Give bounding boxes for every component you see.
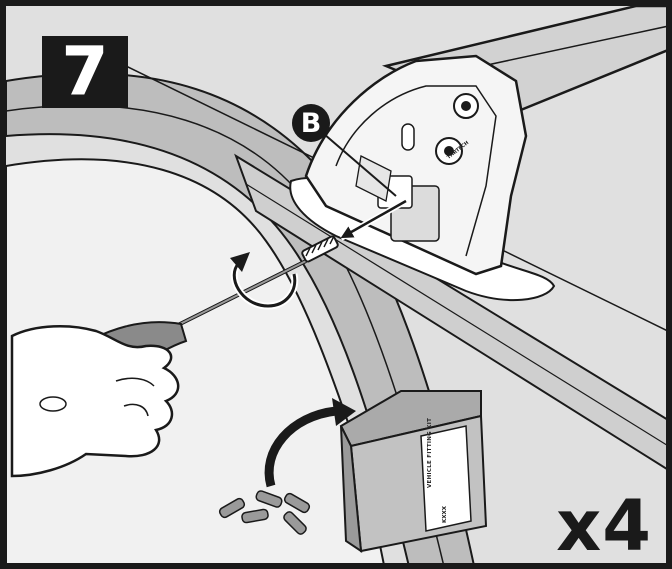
step-number-badge: 7 <box>42 36 128 108</box>
callout-marker: B <box>292 104 330 142</box>
rotate-arrow-icon <box>230 252 299 310</box>
hand-thumbnail <box>39 396 67 412</box>
callout-leader-line <box>323 133 397 197</box>
foot-bolt-upper-head <box>461 101 471 111</box>
hand-knuckle <box>123 403 149 417</box>
foot-bolt-lower-head <box>444 146 454 156</box>
foot-slot <box>401 123 415 151</box>
kit-box-label: VEHICLE FITTING KIT <box>427 417 433 488</box>
foot-lever <box>355 155 392 202</box>
quantity-label: x4 <box>556 485 652 567</box>
transfer-arrow-icon <box>264 398 356 488</box>
illustration <box>6 6 666 563</box>
loose-screws <box>218 490 311 535</box>
kit-box-label-panel <box>420 425 472 532</box>
fitting-kit-box <box>339 390 488 553</box>
hand-finger-line <box>115 377 155 387</box>
foot-inner-edge <box>335 85 497 257</box>
rail-line <box>245 183 666 446</box>
kit-box-code: KXXX <box>442 506 448 523</box>
hand <box>10 325 180 478</box>
insert-arrow-icon <box>339 198 408 241</box>
kit-box-side <box>340 425 363 553</box>
set-screw <box>301 235 339 263</box>
